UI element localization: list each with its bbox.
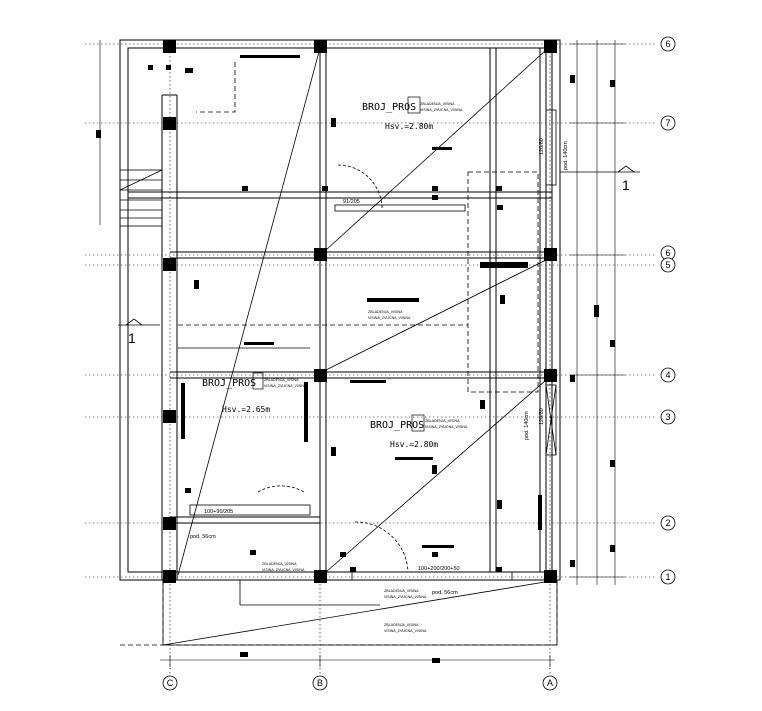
col-bubble-labels: C B A bbox=[167, 678, 553, 688]
tag-line: ZBLADENJA_VISINA bbox=[425, 419, 460, 423]
column bbox=[314, 40, 327, 53]
room-height: Hsv.=2.80m bbox=[385, 122, 433, 131]
room-diagonals bbox=[177, 47, 547, 576]
section-lines bbox=[118, 165, 640, 326]
tag-line: VISINA_ZVUCNA_VISINA bbox=[425, 425, 468, 429]
column bbox=[163, 410, 176, 423]
dimension-chain-right bbox=[99, 40, 625, 585]
grid-row-label: 6 bbox=[665, 39, 670, 49]
tag-line: VISINA_ZVUCNA_VISINA bbox=[420, 108, 463, 112]
opening-labels: 91/205 100+90/205 pod. 56cm 100+200/200+… bbox=[190, 138, 569, 596]
grid-col-label: B bbox=[317, 678, 323, 688]
dashed-outlines bbox=[120, 62, 558, 646]
row-bubble-labels: 6 7 6 5 4 3 2 1 bbox=[665, 39, 670, 582]
column bbox=[544, 248, 557, 261]
grid-row-label: 7 bbox=[665, 118, 670, 128]
tag-annotations: ZBLADENJA_VISINA VISINA_ZVUCNA_VISINA ZB… bbox=[262, 102, 468, 633]
window-dim-left: 100+90/205 bbox=[204, 509, 233, 515]
tag-line: ZBLADENJA_VISINA bbox=[262, 562, 297, 566]
sill-height-right-top: pod. 140cm bbox=[563, 141, 569, 170]
column bbox=[163, 117, 176, 130]
columns bbox=[163, 40, 557, 583]
column bbox=[314, 248, 327, 261]
tag-line: VISINA_ZVUCNA_VISINA bbox=[262, 568, 305, 572]
column bbox=[163, 517, 176, 530]
tag-line: VISINA_ZVUCNA_VISINA bbox=[384, 595, 427, 599]
room-labels: BROJ_PROS Hsv.=2.80m BROJ_PROS Hsv.=2.65… bbox=[202, 96, 438, 449]
column bbox=[314, 369, 327, 382]
tag-line: VISINA_ZVUCNA_VISINA bbox=[264, 384, 307, 388]
dimension-chain-bottom bbox=[160, 655, 555, 667]
tag-line: ZBLADENJA_VISINA bbox=[420, 102, 455, 106]
column bbox=[544, 369, 557, 382]
window-dim-bottom: 100+200/200+50 bbox=[418, 566, 460, 572]
grid-row-label: 5 bbox=[665, 260, 670, 270]
tag-line: VISINA_ZVUCNA_VISINA bbox=[368, 316, 411, 320]
room-name: BROJ_PROS bbox=[202, 378, 256, 389]
window-sills bbox=[189, 109, 557, 581]
col-bubbles bbox=[162, 675, 558, 691]
window-dim-right-mid: 120/80 bbox=[539, 408, 545, 425]
sill-height-left: pod. 56cm bbox=[190, 534, 216, 540]
room-height: Hsv.=2.80m bbox=[390, 440, 438, 449]
room-name: BROJ_PROS bbox=[362, 102, 416, 113]
tag-line: ZBLADENJA_VISINA bbox=[384, 589, 419, 593]
door-swings bbox=[257, 164, 409, 573]
grid-row-label: 1 bbox=[665, 572, 670, 582]
sill-height-bottom: pod. 56cm bbox=[432, 590, 458, 596]
tag-line: ZBLADENJA_VISINA bbox=[368, 310, 403, 314]
room-name: BROJ_PROS bbox=[370, 420, 424, 431]
section-numbers: 1 1 bbox=[128, 177, 630, 346]
tag-line: ZBLADENJA_VISINA bbox=[384, 623, 419, 627]
stair bbox=[119, 169, 163, 227]
column bbox=[544, 570, 557, 583]
tag-line: VISINA_ZVUCNA_VISINA bbox=[384, 629, 427, 633]
row-bubbles bbox=[660, 36, 676, 585]
grid-col-label: A bbox=[547, 678, 553, 688]
walls bbox=[119, 39, 561, 581]
grid-lines bbox=[85, 40, 655, 675]
section-marker-right: 1 bbox=[622, 177, 630, 193]
window-dim-right-top: 120/80 bbox=[539, 138, 545, 155]
column bbox=[163, 258, 176, 271]
balcony-slab bbox=[162, 579, 558, 646]
grid-row-label: 6 bbox=[665, 248, 670, 258]
door-dim: 91/205 bbox=[343, 199, 360, 205]
column bbox=[544, 40, 557, 53]
grid-row-label: 2 bbox=[665, 518, 670, 528]
section-marker-left: 1 bbox=[128, 330, 136, 346]
sill-height-right-mid: pod. 140cm bbox=[524, 411, 530, 440]
wall-markers bbox=[96, 55, 615, 663]
grid-col-label: C bbox=[167, 678, 174, 688]
column bbox=[314, 570, 327, 583]
room-height: Hsv.=2.65m bbox=[222, 405, 270, 414]
column bbox=[163, 570, 176, 583]
grid-row-label: 4 bbox=[665, 370, 670, 380]
grid-row-label: 3 bbox=[665, 412, 670, 422]
tag-line: ZBLADENJA_VISINA bbox=[264, 378, 299, 382]
column bbox=[163, 40, 176, 53]
